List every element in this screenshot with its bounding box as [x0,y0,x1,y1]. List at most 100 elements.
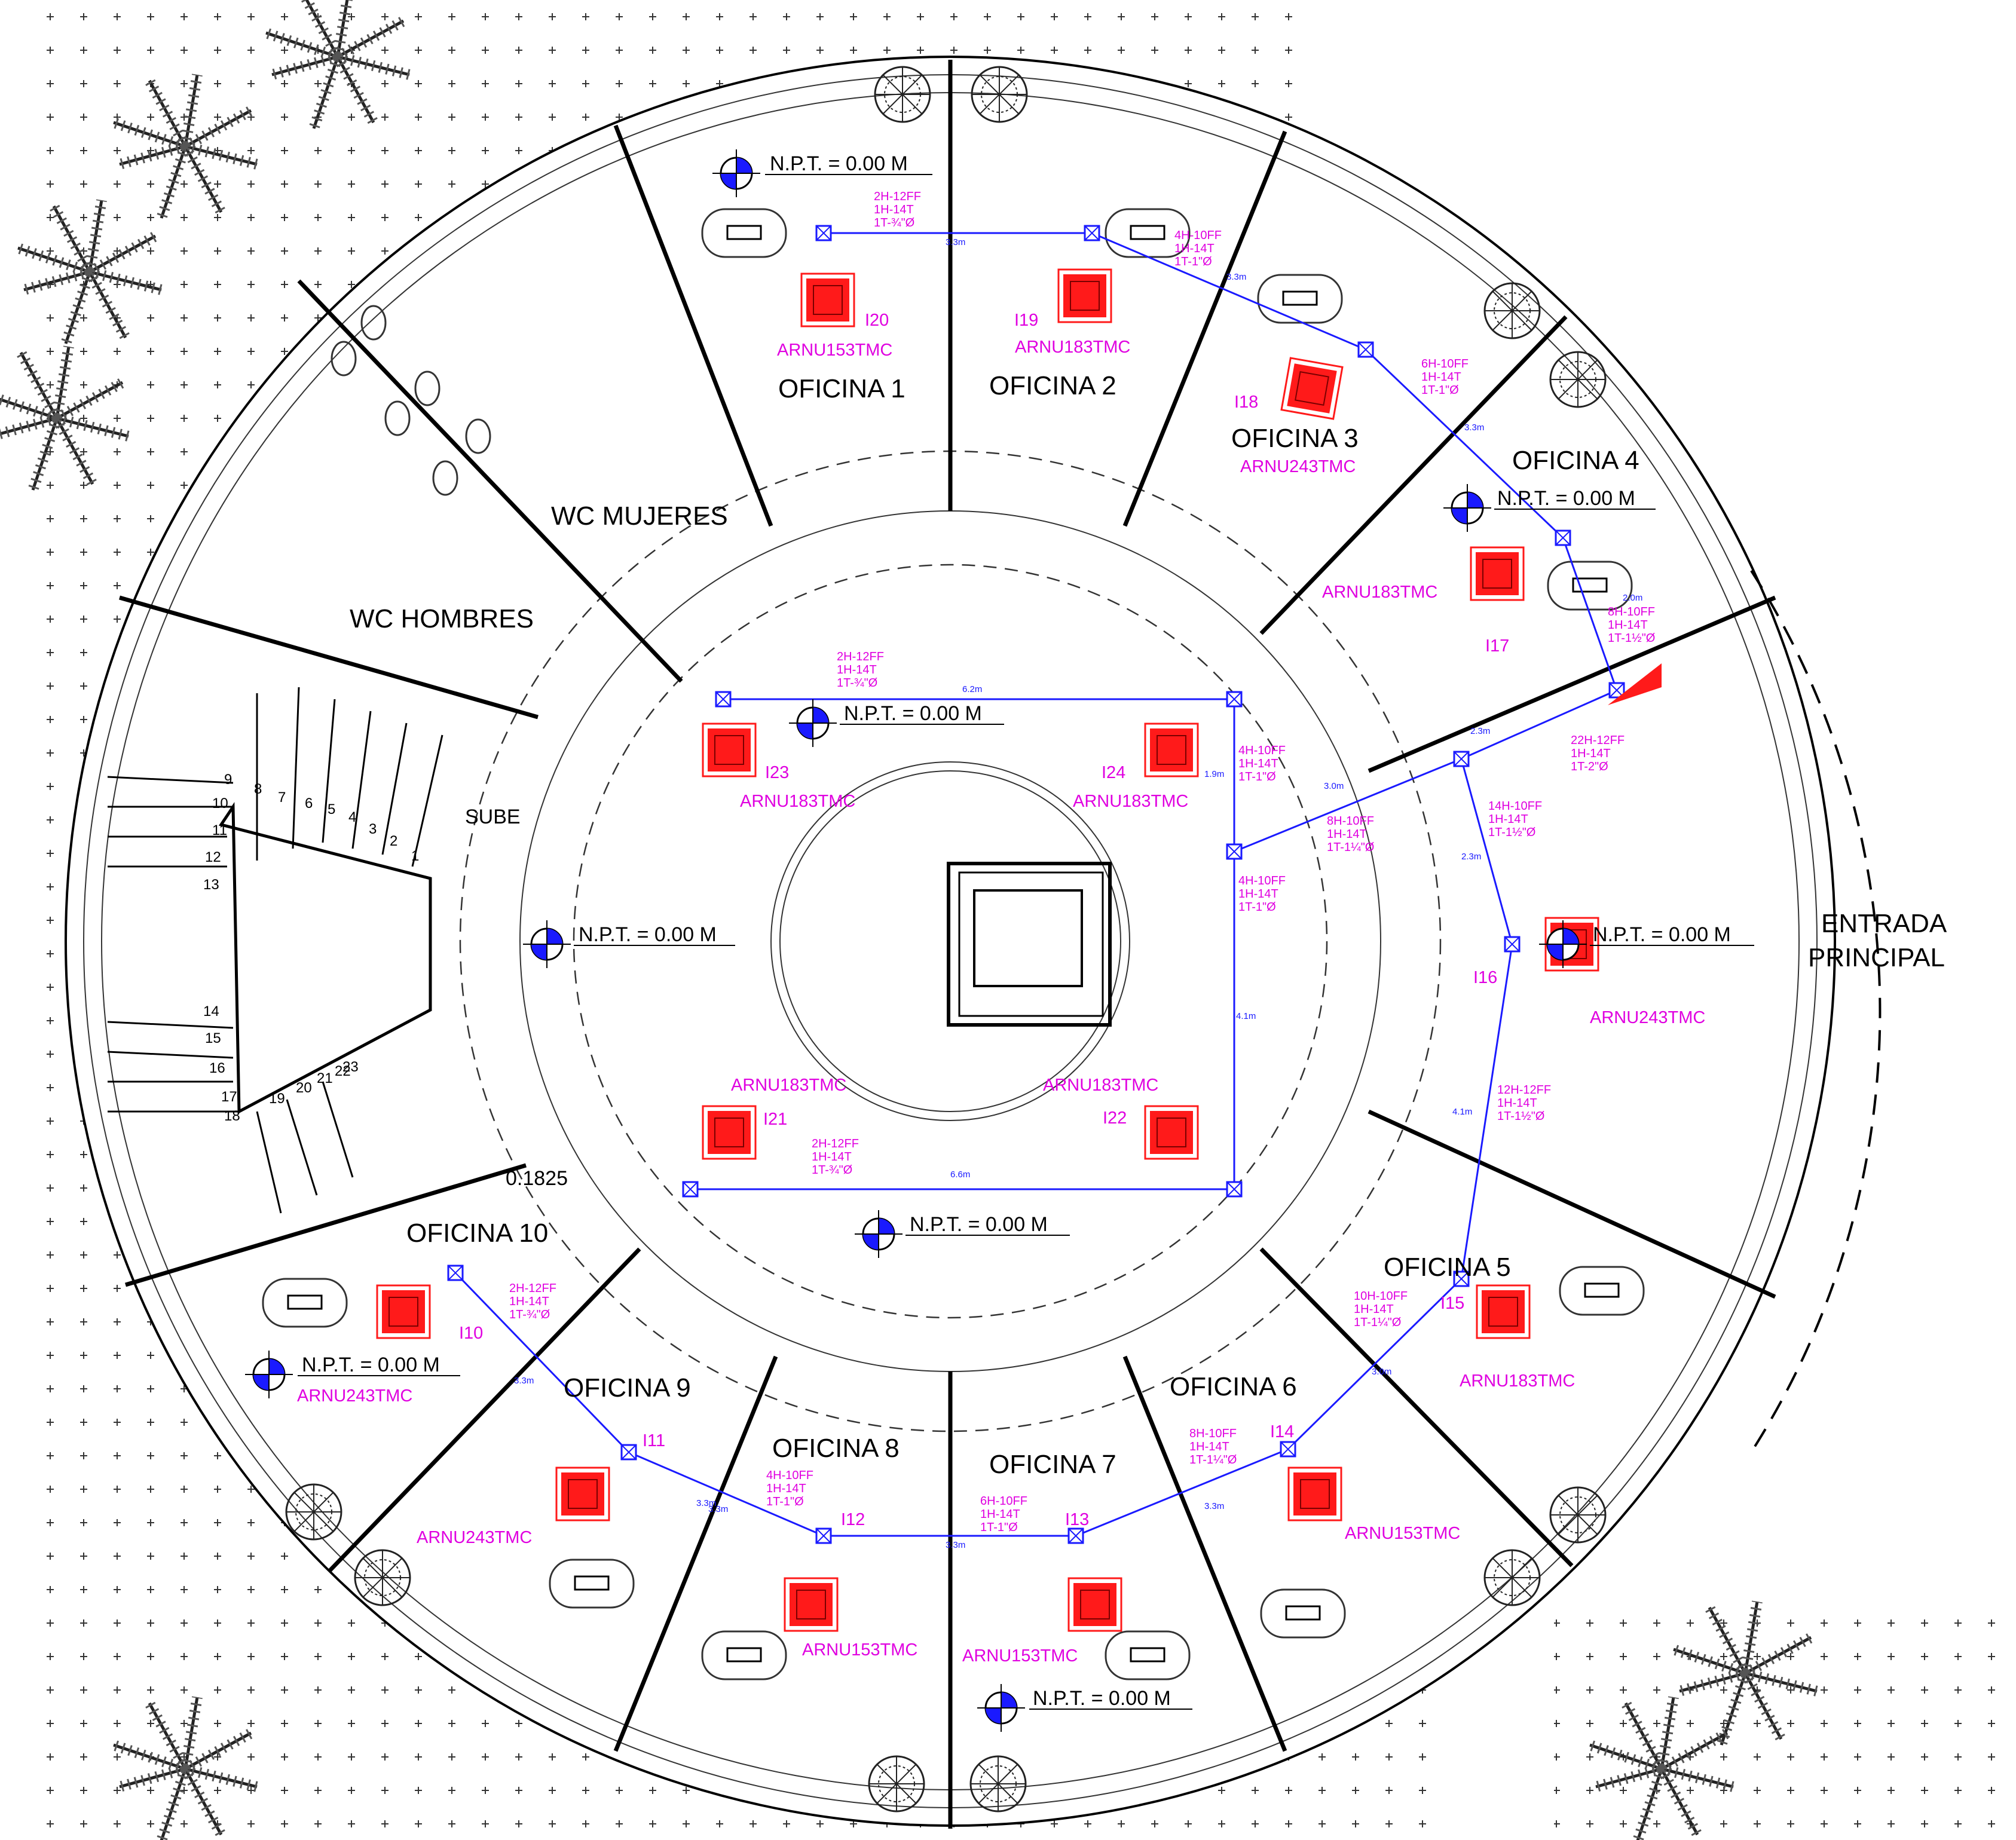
junction-box-icon [1226,1181,1243,1198]
unit-id-label: I13 [1065,1510,1089,1529]
level-markers: N.P.T. = 0.00 M N.P.T. = 0.00 M N.P.T. =… [244,148,1754,1733]
shrub-icon [1483,282,1541,339]
cable-spec-line: 1H-14T [1421,371,1461,384]
level-marker-label: N.P.T. = 0.00 M [1497,487,1635,510]
distance-label: 1.9m [1204,769,1224,779]
junction-box-icon [1084,225,1100,241]
unit-id-label: I20 [865,311,889,330]
cable-spec-line: 8H-10FF [1327,815,1374,828]
cable-spec-line: 1H-14T [1174,242,1215,255]
indoor-unit-icon [800,273,855,327]
cable-spec-line: 1T-¾"Ø [837,676,877,690]
core-ring [770,761,1130,1121]
junction-box-icon [1067,1527,1084,1544]
distance-label: 3.3m [1226,272,1246,282]
unit-model-label: ARNU183TMC [740,792,855,811]
unit-id-label: I18 [1234,393,1258,412]
room-label-wc-mujeres: WC MUJERES [551,501,728,531]
cable-spec-line: 1H-14T [1571,747,1611,760]
cable-spec-line: 1H-14T [874,203,914,216]
cable-spec-line: 1T-1"Ø [766,1495,804,1508]
distance-label: 3.3m [1464,423,1484,433]
stair-step-number: 21 [317,1070,333,1086]
unit-model-label: ARNU153TMC [777,341,892,360]
cable-spec-line: 1T-1"Ø [1421,384,1459,397]
level-marker-label: N.P.T. = 0.00 M [910,1213,1048,1236]
distance-label: 6.2m [962,684,982,694]
stair-step-number: 14 [203,1003,219,1019]
stair-step-number: 4 [348,809,356,825]
unit-model-label: ARNU183TMC [731,1076,846,1095]
cable-spec-line: 1T-1¼"Ø [1189,1453,1237,1467]
landscape-southeast [1554,1614,2016,1840]
distance-label: 3.0m [1324,781,1344,791]
distance-label: 3.3m [514,1376,534,1386]
unit-model-label: ARNU183TMC [1015,338,1130,357]
wc-fixtures [331,305,491,496]
cable-spec-line: 1H-14T [1608,619,1648,632]
junction-box-icon [1226,843,1243,860]
cable-spec-line: 12H-12FF [1497,1083,1551,1097]
level-marker-label: N.P.T. = 0.00 M [770,152,908,175]
distance-label: 3.3m [1204,1501,1224,1511]
indoor-unit-icon [1144,1105,1199,1160]
unit-id-label: I16 [1473,968,1497,987]
junction-box-icon [715,691,732,708]
indoor-unit-icon [1067,1577,1122,1632]
room-label-oficina-3: OFICINA 3 [1231,424,1359,453]
unit-model-label: ARNU243TMC [1590,1008,1705,1027]
junction-box-icon [1504,936,1521,953]
room-label-oficina-1: OFICINA 1 [778,374,905,403]
cable-spec-line: 1H-14T [1238,757,1278,770]
stair-step-number: 11 [212,822,227,838]
distance-label: 4.1m [1452,1107,1472,1117]
cable-spec-line: 6H-10FF [980,1495,1027,1508]
distance-label: 3.3m [946,1540,965,1550]
cable-spec-line: 1T-1½"Ø [1488,826,1535,839]
unit-model-label: ARNU153TMC [802,1640,917,1660]
room-label-oficina-7: OFICINA 7 [989,1450,1116,1479]
room-label-oficina-9: OFICINA 9 [564,1373,691,1403]
stair-direction-label: SUBE [465,806,521,828]
distance-label: 3.0m [1372,1367,1391,1377]
unit-model-label: ARNU243TMC [1240,457,1356,476]
distance-label: 2.0m [1623,593,1642,603]
indoor-unit-icon [1057,268,1112,323]
stair-step-number: 8 [254,781,262,797]
stair-step-number: 22 [335,1063,351,1079]
cable-spec-line: 4H-10FF [1238,874,1286,887]
stair-offset-label: 0.1825 [506,1167,568,1190]
distance-label: 2.3m [1470,726,1490,736]
junction-box-icon [815,1527,832,1544]
shrub-icon [285,1483,342,1541]
unit-model-label: ARNU183TMC [1460,1371,1575,1391]
cable-spec-line: 4H-10FF [1238,744,1286,757]
cable-spec-line: 1H-14T [509,1295,549,1308]
room-label-oficina-10: OFICINA 10 [406,1218,548,1248]
unit-model-label: ARNU183TMC [1322,583,1437,602]
entrance-label-line-2: PRINCIPAL [1808,943,1945,972]
stair-step-number: 7 [278,789,286,806]
unit-id-label: I15 [1440,1294,1464,1313]
cable-spec-line: 1T-1¼"Ø [1327,841,1374,854]
junction-box-icon [815,225,832,241]
cable-spec-line: 6H-10FF [1421,357,1469,371]
distance-label: 6.6m [950,1169,970,1180]
cable-spec-line: 1T-¾"Ø [812,1164,852,1177]
room-label-oficina-2: OFICINA 2 [989,371,1116,400]
room-label-oficina-5: OFICINA 5 [1384,1253,1511,1282]
cable-spec-line: 10H-10FF [1354,1290,1408,1303]
indoor-unit-icon [1144,722,1199,777]
cable-spec-line: 1H-14T [812,1150,852,1164]
cable-spec-line: 2H-12FF [837,650,884,663]
cable-spec-line: 1H-14T [1189,1440,1229,1453]
junction-box-icon [682,1181,699,1198]
room-label-oficina-6: OFICINA 6 [1170,1372,1297,1401]
level-marker-label: N.P.T. = 0.00 M [844,702,982,725]
stair-step-number: 23 [342,1059,359,1075]
shrub-icon [354,1549,411,1606]
stair-step-number: 2 [390,833,397,849]
cable-spec-labels: 2H-12FF1H-14T1T-¾"Ø4H-10FF1H-14T1T-1"Ø6H… [509,190,1655,1534]
